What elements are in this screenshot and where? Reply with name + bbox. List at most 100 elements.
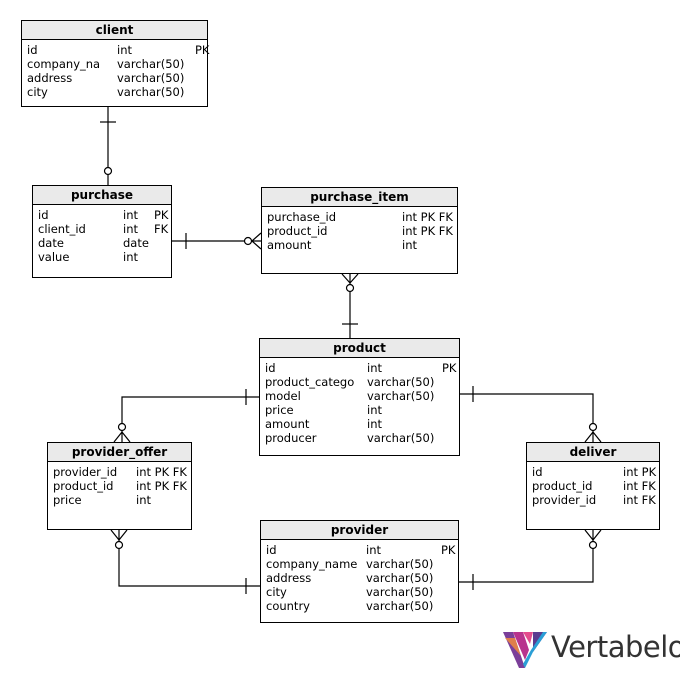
- column-row: city varchar(50): [27, 85, 202, 99]
- column-type: int: [367, 417, 382, 431]
- column-row: value int: [38, 250, 166, 264]
- column-type: varchar(50): [367, 375, 435, 389]
- entity-title: purchase: [33, 186, 171, 205]
- column-type: varchar(50): [117, 85, 185, 99]
- column-type: int PK FK: [136, 465, 187, 479]
- column-type: varchar(50): [367, 389, 435, 403]
- zero-marker: [588, 540, 598, 550]
- relationship-line: [118, 530, 260, 587]
- zero-marker: [243, 236, 253, 246]
- column-name: company_name: [266, 557, 358, 571]
- column-name: amount: [267, 238, 312, 252]
- entity-title: client: [22, 21, 207, 40]
- zero-marker: [345, 283, 355, 293]
- column-type: int: [136, 493, 151, 507]
- column-row: product_id int PK FK: [267, 224, 453, 238]
- column-type: int: [123, 222, 138, 236]
- column-type: varchar(50): [366, 585, 434, 599]
- column-name: provider_id: [532, 493, 597, 507]
- many-marker: [341, 273, 359, 284]
- column-type: varchar(50): [117, 71, 185, 85]
- many-marker: [110, 529, 128, 541]
- column-name: address: [27, 71, 73, 85]
- column-row: price int: [53, 493, 186, 507]
- zero-marker: [117, 422, 127, 432]
- many-marker: [113, 431, 131, 443]
- many-marker: [584, 529, 602, 541]
- column-name: product_catego: [265, 375, 355, 389]
- column-key: FK: [154, 222, 169, 236]
- column-name: id: [38, 208, 49, 222]
- column-name: value: [38, 250, 70, 264]
- entity-title: product: [260, 339, 459, 358]
- column-name: price: [265, 403, 294, 417]
- entity-title: purchase_item: [262, 188, 457, 207]
- column-name: model: [265, 389, 301, 403]
- column-name: provider_id: [53, 465, 118, 479]
- entity-title: provider: [261, 521, 458, 540]
- column-name: id: [265, 361, 276, 375]
- column-row: product_catego varchar(50): [265, 375, 454, 389]
- column-row: price int: [265, 403, 454, 417]
- column-type: varchar(50): [366, 557, 434, 571]
- vertabelo-logo-icon: [503, 632, 547, 668]
- relationship-line: [121, 396, 259, 442]
- column-name: date: [38, 236, 64, 250]
- column-type: varchar(50): [366, 571, 434, 585]
- column-type: date: [123, 236, 149, 250]
- column-name: producer: [265, 431, 317, 445]
- many-marker: [251, 232, 262, 250]
- column-row: company_name varchar(50): [266, 557, 453, 571]
- zero-marker: [114, 540, 124, 550]
- column-type: int: [123, 250, 138, 264]
- column-name: price: [53, 493, 82, 507]
- column-name: id: [27, 43, 38, 57]
- column-row: date date: [38, 236, 166, 250]
- column-name: id: [532, 465, 543, 479]
- entity-provider[interactable]: provider id int PK company_name varchar(50)ad…: [260, 520, 459, 623]
- column-type: int: [367, 403, 382, 417]
- column-name: product_id: [267, 224, 328, 238]
- column-type: int: [402, 238, 417, 252]
- column-key: PK: [441, 543, 456, 557]
- column-type: int PK FK: [402, 224, 453, 238]
- column-name: city: [27, 85, 48, 99]
- column-name: id: [266, 543, 277, 557]
- column-row: amount int: [267, 238, 452, 252]
- zero-marker: [588, 422, 598, 432]
- column-key: PK: [195, 43, 210, 57]
- column-name: country: [266, 599, 310, 613]
- column-type: int PK FK: [136, 479, 187, 493]
- column-type: int FK: [623, 479, 656, 493]
- column-row: id int PK: [266, 543, 456, 557]
- column-type: int: [366, 543, 381, 557]
- column-row: id int PK: [532, 465, 657, 479]
- column-type: int PK: [623, 465, 657, 479]
- column-row: address varchar(50): [27, 71, 202, 85]
- relationship-line: [459, 530, 594, 583]
- zero-marker: [103, 166, 113, 176]
- many-marker: [584, 431, 602, 443]
